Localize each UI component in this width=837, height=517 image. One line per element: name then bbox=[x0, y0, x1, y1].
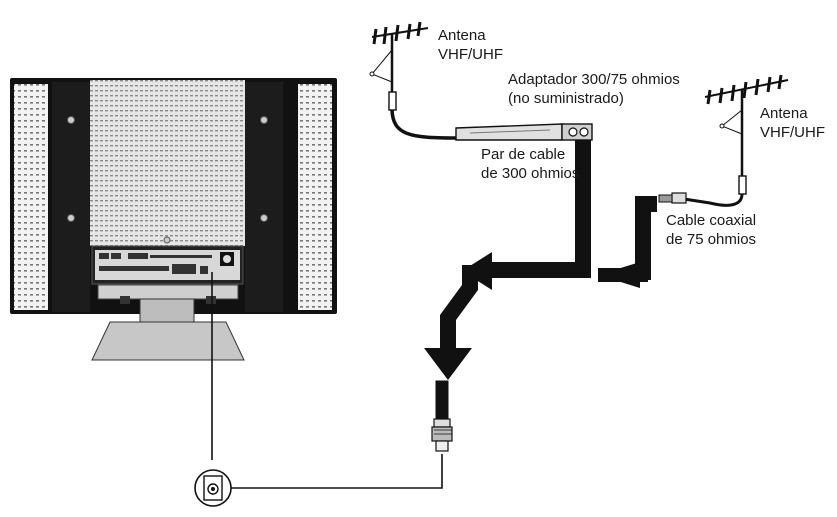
coax-line1: Cable coaxial bbox=[666, 212, 757, 229]
antenna-right-line1: Antena bbox=[760, 105, 808, 122]
coax-connector-icon bbox=[658, 192, 687, 204]
socket-to-plug-cable bbox=[231, 454, 443, 489]
adapter-line1: Adaptador 300/75 ohmios bbox=[508, 71, 680, 88]
arrow-adapter-shaft bbox=[575, 140, 591, 272]
arrow-head-down bbox=[424, 348, 472, 380]
flow-arrows bbox=[424, 140, 657, 380]
adapter-line2: (no suministrado) bbox=[508, 90, 624, 107]
twin-lead-label: Par de cable de 300 ohmios bbox=[481, 145, 579, 183]
wall-socket-icon bbox=[194, 469, 232, 507]
antenna-right-label: Antena VHF/UHF bbox=[760, 104, 825, 142]
tv-rear bbox=[10, 78, 337, 361]
antenna-right-line2: VHF/UHF bbox=[760, 124, 825, 141]
adapter-icon bbox=[455, 123, 593, 141]
adapter-label: Adaptador 300/75 ohmios (no suministrado… bbox=[508, 70, 680, 108]
coax-line2: de 75 ohmios bbox=[666, 231, 757, 248]
rf-plug-icon bbox=[431, 380, 453, 452]
coax-cable bbox=[683, 193, 744, 207]
antenna-left-icon bbox=[369, 21, 429, 111]
arrow-coax-shaft bbox=[635, 196, 657, 280]
antenna-left-line1: Antena bbox=[438, 27, 486, 44]
twin-lead-cable bbox=[390, 109, 460, 140]
twin-lead-line1: Par de cable bbox=[481, 146, 566, 163]
antenna-left-line2: VHF/UHF bbox=[438, 46, 503, 63]
screw-icon bbox=[67, 116, 268, 244]
twin-lead-line2: de 300 ohmios bbox=[481, 165, 580, 182]
antenna-left-label: Antena VHF/UHF bbox=[438, 26, 503, 64]
coax-label: Cable coaxial de 75 ohmios bbox=[666, 211, 756, 249]
